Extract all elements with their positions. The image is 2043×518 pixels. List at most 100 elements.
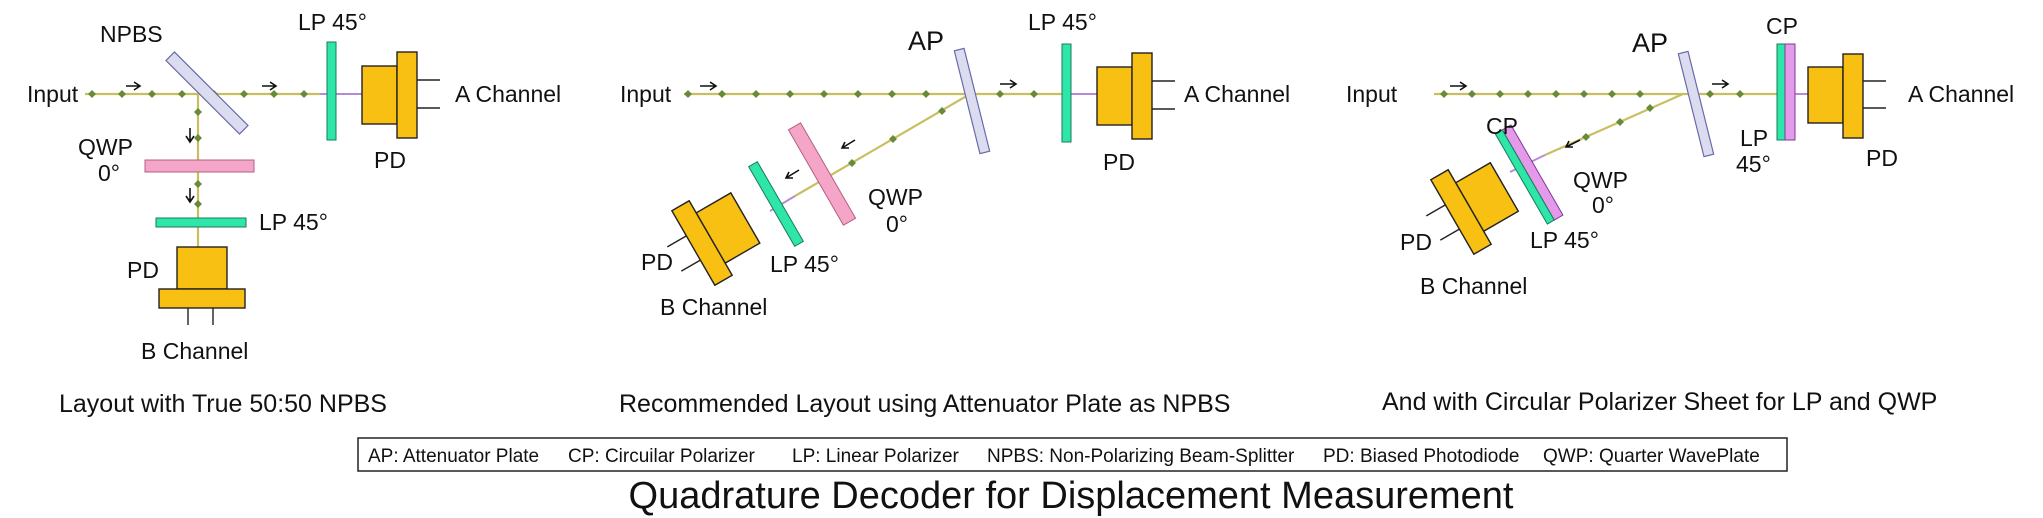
photodiode-a-body [1807, 66, 1844, 124]
beam-marker [1736, 90, 1744, 98]
diagram-title: Quadrature Decoder for Displacement Meas… [629, 475, 1514, 517]
panel-circular-polarizer: Input AP CP A Channel LP 45° PD CP QWP 0… [1346, 13, 2014, 416]
panel-attenuator-plate: Input AP LP 45° A Channel PD QWP 0° PD L… [619, 9, 1290, 418]
beam-marker [1636, 90, 1644, 98]
photodiode-b-body [176, 246, 228, 290]
beam-markers [684, 90, 1038, 167]
lp-angle-label: 45° [1736, 151, 1771, 177]
beam-arrow [1712, 79, 1730, 89]
beam-marker [1582, 133, 1590, 141]
a-channel-label: A Channel [1908, 81, 2014, 107]
beam-marker [1440, 90, 1448, 98]
beam-arrow [126, 81, 142, 91]
legend-item: NPBS: Non-Polarizing Beam-Splitter [987, 446, 1295, 467]
photodiode-b-lead [1439, 228, 1460, 241]
pd-right-label: PD [1103, 149, 1135, 175]
beam-marker [938, 107, 946, 115]
pd-right-label: PD [1866, 145, 1898, 171]
reflected-beam [1544, 92, 1684, 157]
photodiode-b-cap [158, 288, 246, 309]
panel3-caption: And with Circular Polarizer Sheet for LP… [1382, 388, 1937, 416]
qwp-label: QWP [868, 184, 923, 210]
qwp-angle-label: 0° [98, 160, 120, 186]
beam-arrow [1564, 139, 1581, 148]
qwp-label: QWP [78, 134, 133, 160]
cp-top-label: CP [1766, 13, 1798, 39]
input-label: Input [620, 81, 672, 107]
photodiode-a-cap [1131, 52, 1153, 140]
lp-label: LP [1740, 125, 1768, 151]
cp-left-label: CP [1486, 113, 1518, 139]
quarter-waveplate [144, 159, 255, 173]
beam-marker [888, 90, 896, 98]
a-channel-label: A Channel [455, 81, 561, 107]
beam-marker [1580, 90, 1588, 98]
beam-marker [194, 200, 202, 208]
beam-arrow [1000, 79, 1018, 89]
beam-marker [1496, 90, 1504, 98]
cp-linear-layer [1776, 43, 1786, 141]
beam-arrow [1450, 81, 1468, 91]
photodiode-b [666, 191, 761, 287]
beam-marker [820, 90, 828, 98]
beam-markers [1440, 90, 1744, 141]
legend-item: AP: Attenuator Plate [368, 446, 539, 467]
lp45-bottom-label: LP 45° [259, 209, 328, 235]
beam-marker [1616, 118, 1624, 126]
beam-marker [1524, 90, 1532, 98]
beam-arrow [840, 139, 856, 149]
quarter-waveplate [787, 122, 857, 226]
b-channel-label: B Channel [660, 294, 767, 320]
pd-left-label: PD [641, 249, 673, 275]
qwp-angle-label: 0° [1592, 192, 1614, 218]
beam-marker [786, 90, 794, 98]
linear-polarizer-top [326, 41, 337, 141]
beam-marker [1552, 90, 1560, 98]
pd-bottom-label: PD [127, 257, 159, 283]
linear-polarizer-top [1061, 43, 1072, 143]
pd-left-label: PD [1400, 229, 1432, 255]
photodiode-a-body [1096, 66, 1133, 126]
legend-item: CP: Circuilar Polarizer [568, 446, 756, 467]
beam-marker [88, 90, 96, 98]
beam-marker [194, 134, 202, 142]
cp-left [1494, 124, 1564, 225]
beam-marker [848, 159, 856, 167]
beam-marker [300, 90, 308, 98]
lp45-bottom-label: LP 45° [770, 251, 839, 277]
beam-marker [1646, 104, 1654, 112]
cp-quarter-layer [1784, 43, 1796, 141]
panel-true-npbs: Input NPBS LP 45° A Channel PD QWP 0° LP… [27, 9, 561, 418]
lp45-top-label: LP 45° [1028, 9, 1097, 35]
beam-marker [752, 90, 760, 98]
photodiode-a-body [361, 65, 398, 125]
beam-marker [1608, 90, 1616, 98]
beam-marker [194, 180, 202, 188]
ap-label: AP [908, 26, 944, 56]
beam-marker [889, 135, 897, 143]
beam-arrow [185, 128, 195, 144]
beam-marker [718, 90, 726, 98]
npbs-plate [165, 51, 249, 135]
beam-marker [194, 108, 202, 116]
beam-arrow [700, 81, 718, 91]
panel2-caption: Recommended Layout using Attenuator Plat… [619, 390, 1230, 418]
beam-marker [1706, 90, 1714, 98]
beam-arrow [784, 169, 800, 179]
beam-marker [148, 90, 156, 98]
linear-polarizer-bottom [155, 217, 247, 228]
beam-marker [118, 90, 126, 98]
qwp-label: QWP [1573, 167, 1628, 193]
legend: AP: Attenuator Plate CP: Circuilar Polar… [357, 437, 1788, 472]
cp-left-linear-layer [1494, 129, 1555, 225]
beam-marker [178, 90, 186, 98]
beam-marker [922, 90, 930, 98]
legend-item: LP: Linear Polarizer [792, 446, 960, 467]
lp45-label: LP 45° [1530, 227, 1599, 253]
pd-right-label: PD [374, 147, 406, 173]
npbs-label: NPBS [100, 21, 163, 47]
legend-item: QWP: Quarter WavePlate [1543, 446, 1760, 467]
beam-marker [270, 90, 278, 98]
beam-marker [854, 90, 862, 98]
legend-box [357, 437, 1788, 472]
